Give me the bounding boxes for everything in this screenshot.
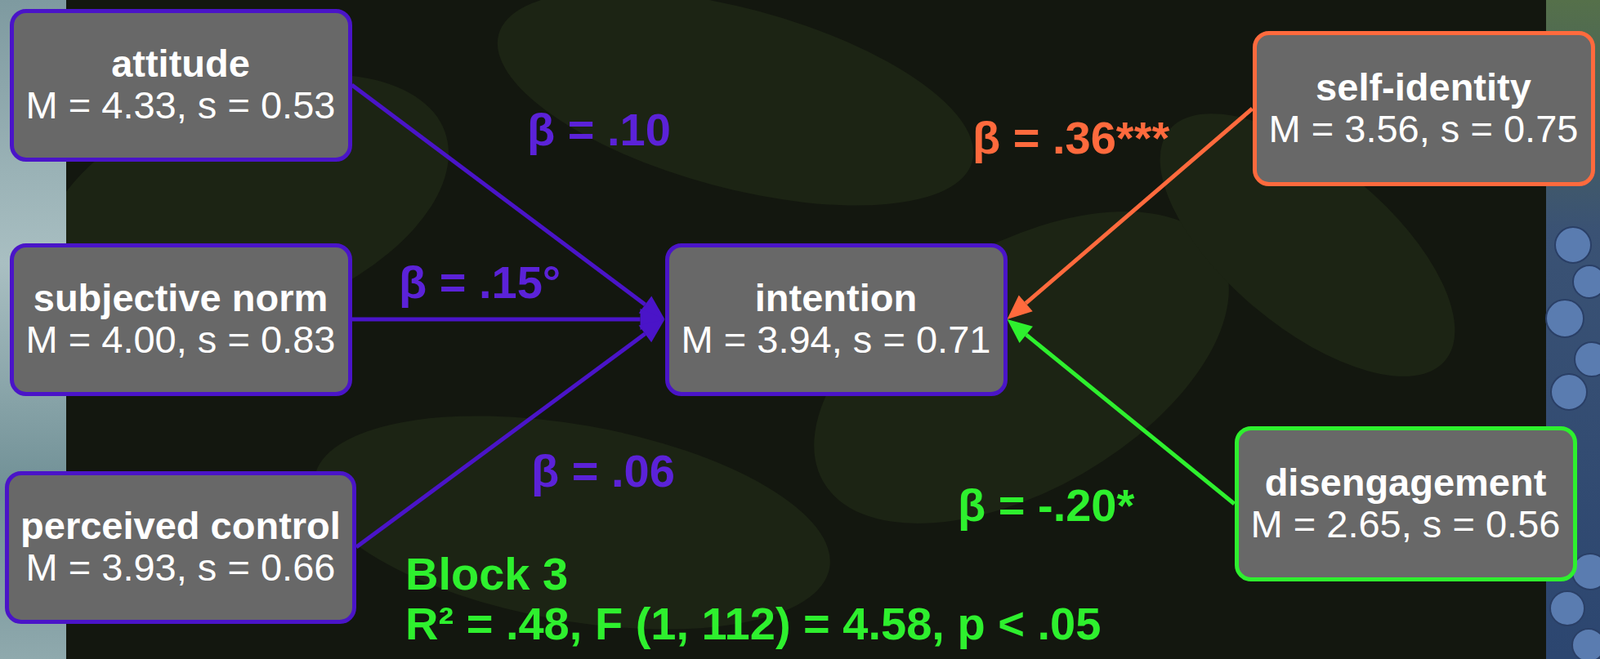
model-summary: R² = .48, F (1, 112) = 4.58, p < .05: [405, 598, 1101, 650]
variable-box: self-identityM = 3.56, s = 0.75: [1252, 31, 1596, 187]
coefficient-label: β = .10: [527, 104, 671, 156]
variable-name: intention: [755, 277, 917, 320]
variable-box: attitudeM = 4.33, s = 0.53: [9, 8, 353, 162]
arrowhead: [1007, 319, 1033, 344]
variable-name: subjective norm: [33, 277, 328, 320]
descriptive-stats: M = 2.65, s = 0.56: [1251, 504, 1561, 546]
coefficient-label: β = .15°: [398, 257, 561, 309]
arrowhead: [1007, 295, 1033, 320]
descriptive-stats: M = 3.56, s = 0.75: [1269, 108, 1579, 151]
path-arrow: [356, 319, 666, 548]
variable-box: disengagementM = 2.65, s = 0.56: [1234, 426, 1578, 582]
descriptive-stats: M = 4.00, s = 0.83: [26, 319, 336, 362]
descriptive-stats: M = 4.33, s = 0.53: [26, 84, 336, 127]
coefficient-label: β = -.20*: [957, 480, 1135, 532]
variable-name: self-identity: [1315, 67, 1532, 109]
variable-box: subjective normM = 4.00, s = 0.83: [9, 243, 353, 397]
path-arrow: [1007, 319, 1235, 505]
coefficient-label: β = .36***: [972, 112, 1170, 164]
variable-name: attitude: [111, 43, 251, 85]
connector-line: [352, 317, 641, 322]
variable-name: disengagement: [1264, 462, 1547, 505]
path-arrow: [352, 308, 666, 331]
coefficient-label: β = .06: [531, 446, 675, 497]
descriptive-stats: M = 3.94, s = 0.71: [681, 319, 992, 362]
variable-box: intentionM = 3.94, s = 0.71: [665, 243, 1008, 397]
descriptive-stats: M = 3.93, s = 0.66: [26, 547, 336, 590]
variable-name: perceived control: [20, 505, 341, 548]
arrowhead: [639, 319, 666, 343]
connector-line: [1026, 335, 1235, 505]
variable-box: perceived controlM = 3.93, s = 0.66: [4, 471, 357, 625]
model-summary: Block 3: [405, 549, 568, 600]
connector-line: [356, 334, 645, 548]
